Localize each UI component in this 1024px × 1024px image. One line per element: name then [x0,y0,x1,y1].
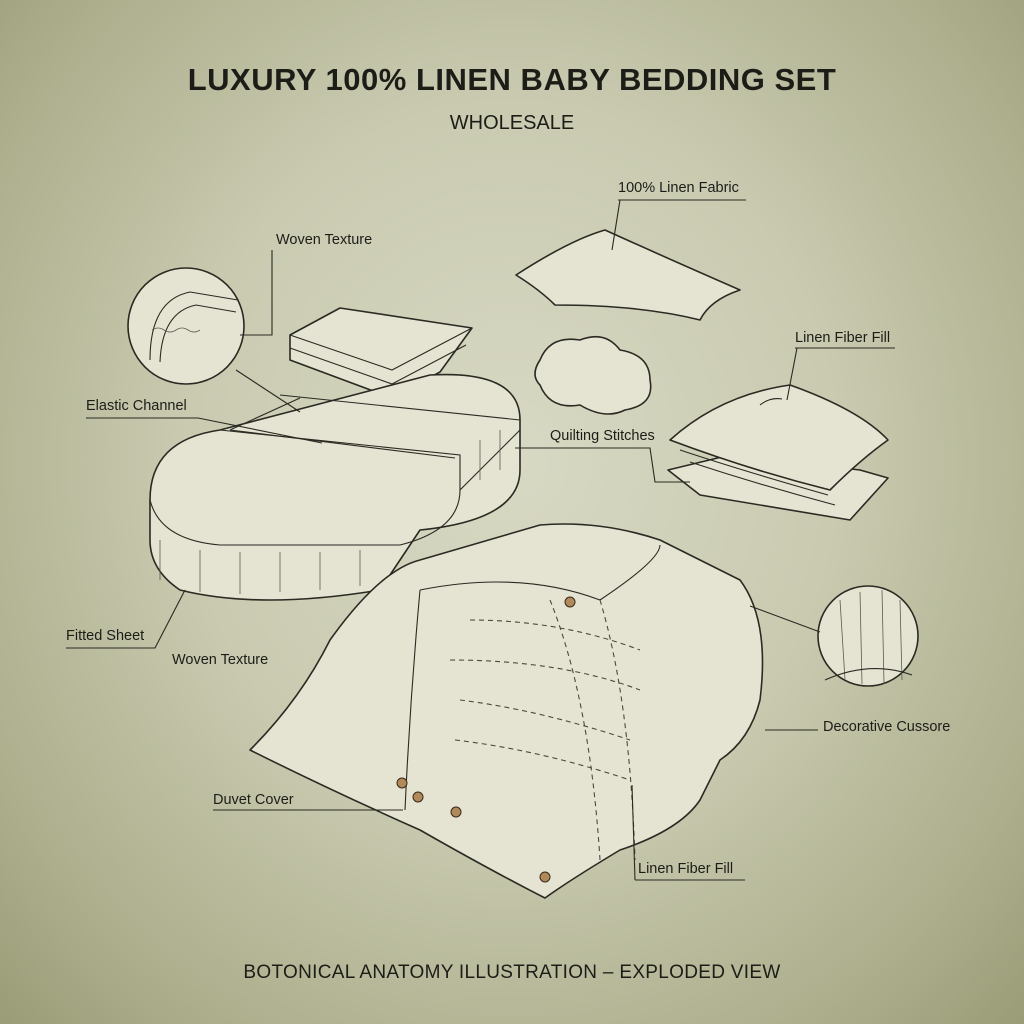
elastic-detail-magnifier [127,267,245,385]
pillow-stack [667,384,889,521]
label-elastic-channel: Elastic Channel [86,398,187,414]
duvet-button [412,791,424,803]
label-linen-fabric: 100% Linen Fabric [618,180,739,196]
leader-lines [66,199,895,881]
fiber-fill-tuft [534,335,652,415]
duvet-button [564,596,576,608]
pillow [515,229,741,321]
page-subtitle: WHOLESALE [449,112,575,134]
duvet-button [539,871,551,883]
label-quilting-stitches: Quilting Stitches [550,428,655,444]
label-linen-fiber-fill-top: Linen Fiber Fill [795,330,891,346]
duvet-button [450,806,462,818]
label-woven-texture-bottom: Woven Texture [172,652,269,668]
duvet-button [396,777,408,789]
label-fitted-sheet: Fitted Sheet [66,628,145,644]
page-title: LUXURY 100% LINEN BABY BEDDING SET [187,62,837,97]
label-duvet-cover: Duvet Cover [213,792,294,808]
duvet-cover [249,523,764,899]
weave-detail-magnifier [817,585,919,687]
footer-caption: BOTONICAL ANATOMY ILLUSTRATION – EXPLODE… [243,962,781,983]
label-woven-texture-top: Woven Texture [276,232,373,248]
label-linen-fiber-fill-bottom: Linen Fiber Fill [638,861,734,877]
label-decorative-cussore: Decorative Cussore [823,719,951,735]
